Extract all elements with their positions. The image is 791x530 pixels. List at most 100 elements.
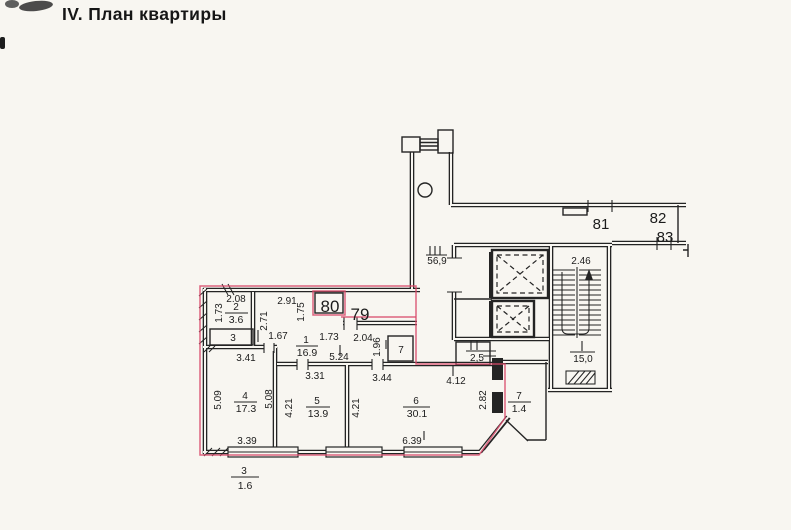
elevator-shaft-2-inner (496, 305, 530, 333)
dim-5-09: 5.09 (213, 390, 224, 410)
hatch-strokes (198, 283, 235, 457)
balcony-right-parapet (505, 362, 547, 442)
dim-1-75: 1.75 (296, 302, 307, 322)
elevator-shaft-2 (490, 299, 536, 339)
dim-3-39: 3.39 (237, 436, 257, 447)
balcony-door-column-top (492, 358, 503, 380)
room5-door-ticks (296, 359, 309, 370)
elevator-shaft-1-cross (496, 254, 544, 294)
dim-4-21-right: 4.21 (351, 398, 362, 418)
dim-1-96: 1.96 (372, 337, 383, 357)
balcony-right-number: 7 (516, 391, 522, 402)
apartment-boundary-redline (199, 285, 506, 456)
room4-door-ticks (263, 343, 275, 353)
door-marks (257, 200, 672, 440)
unit-80-box (314, 292, 344, 314)
entry-door-ticks (343, 317, 358, 330)
dim-6-39: 6.39 (402, 436, 422, 447)
labels: 80 79 81 82 83 56,9 2.46 15,0 2,5 2 3.6 … (213, 210, 673, 492)
elevator-shaft-symbols (489, 248, 550, 339)
scan-edge-mark (0, 37, 5, 49)
shaft-cap-vent-lines (420, 141, 438, 147)
dim-2-04: 2.04 (353, 333, 373, 344)
stair-area-label: 15,0 (573, 354, 593, 365)
room-2-area: 3.6 (229, 314, 244, 326)
dim-1-73-left: 1.73 (214, 303, 225, 323)
page-title: IV. План квартиры (62, 4, 227, 24)
scan-smudge-small (5, 0, 19, 8)
fraction-bar-lines (225, 312, 595, 478)
room-2-number: 2 (233, 302, 239, 313)
room-4-area: 17.3 (236, 403, 257, 415)
dim-2-08: 2.08 (226, 294, 246, 305)
room-6-area: 30.1 (407, 408, 428, 420)
staircase-symbol (553, 267, 601, 385)
unit-82-label: 82 (650, 210, 667, 227)
walls-thin (209, 129, 689, 451)
dim-2-91: 2.91 (277, 296, 297, 307)
corridor-notch (562, 207, 588, 216)
stair-width-label: 2.46 (571, 256, 591, 267)
corridor-end-hook (683, 244, 689, 257)
corridor-wall-ticks (587, 200, 613, 212)
lobby-box (455, 341, 491, 366)
room-6-number: 6 (413, 396, 419, 407)
elevator-shaft-1 (490, 248, 550, 300)
dim-2-82: 2.82 (478, 390, 489, 410)
elevator-hall-door-gap (450, 258, 458, 292)
entry-door-gap (344, 318, 357, 328)
shaft-cap-right (437, 129, 454, 154)
redline-unit-80 (312, 290, 346, 316)
dim-2-71: 2.71 (259, 311, 270, 331)
windows (227, 446, 463, 458)
room-3-number: 3 (230, 333, 236, 344)
closet-7-box (387, 335, 414, 362)
scan-smudge (19, 0, 53, 12)
dim-3-41: 3.41 (236, 353, 256, 364)
closet-7-number: 7 (398, 345, 404, 356)
unit-80-label: 80 (321, 297, 340, 316)
lobby-door-ticks (470, 341, 478, 350)
room-5-number: 5 (314, 396, 320, 407)
dim-3-31: 3.31 (305, 371, 325, 382)
shaft-cap-left (401, 136, 421, 153)
walls-double-inner (202, 151, 687, 455)
room-3-box (209, 328, 254, 346)
balcony-bottom-number: 3 (241, 466, 247, 477)
room4-door-gap (264, 344, 274, 351)
dim-3-44: 3.44 (372, 373, 392, 384)
corridor-area-label: 56,9 (427, 256, 447, 267)
stair-direction-arrow (585, 269, 593, 280)
stair-treads-left (553, 269, 575, 336)
garbage-chute-circle (417, 182, 433, 198)
unit-79-label: 79 (351, 305, 370, 324)
dim-1-67: 1.67 (268, 331, 288, 342)
room6-door-ticks (371, 359, 384, 370)
elevator-shaft-1-inner (496, 254, 544, 294)
corridor-door-ticks (656, 237, 672, 250)
room5-door-gap (297, 360, 308, 368)
room-1-number: 1 (303, 335, 309, 346)
stair-walkline (561, 272, 590, 335)
unit-81-label: 81 (593, 216, 610, 233)
unit-83-label: 83 (657, 229, 674, 246)
stair-entry-box (565, 370, 596, 385)
balcony-door-column-bottom (492, 392, 503, 413)
room-1-area: 16.9 (297, 347, 318, 359)
bay-window-line (483, 417, 511, 451)
redline-main (199, 285, 506, 456)
hatch-marks (198, 283, 235, 457)
fraction-bars (225, 312, 595, 478)
lobby-area-label: 2,5 (470, 353, 484, 364)
elevator-shaft-2-cross (496, 305, 530, 333)
room-4-number: 4 (242, 391, 248, 402)
room-5-area: 13.9 (308, 408, 329, 420)
balcony-right-area: 1.4 (512, 403, 527, 415)
stair-entry-hatch (567, 370, 596, 385)
balcony-bottom-area: 1.6 (238, 480, 253, 492)
elevator-hall-door-ticks (447, 257, 462, 293)
corridor-area-ticks (426, 246, 447, 256)
shaft-cap-vent (419, 138, 439, 151)
